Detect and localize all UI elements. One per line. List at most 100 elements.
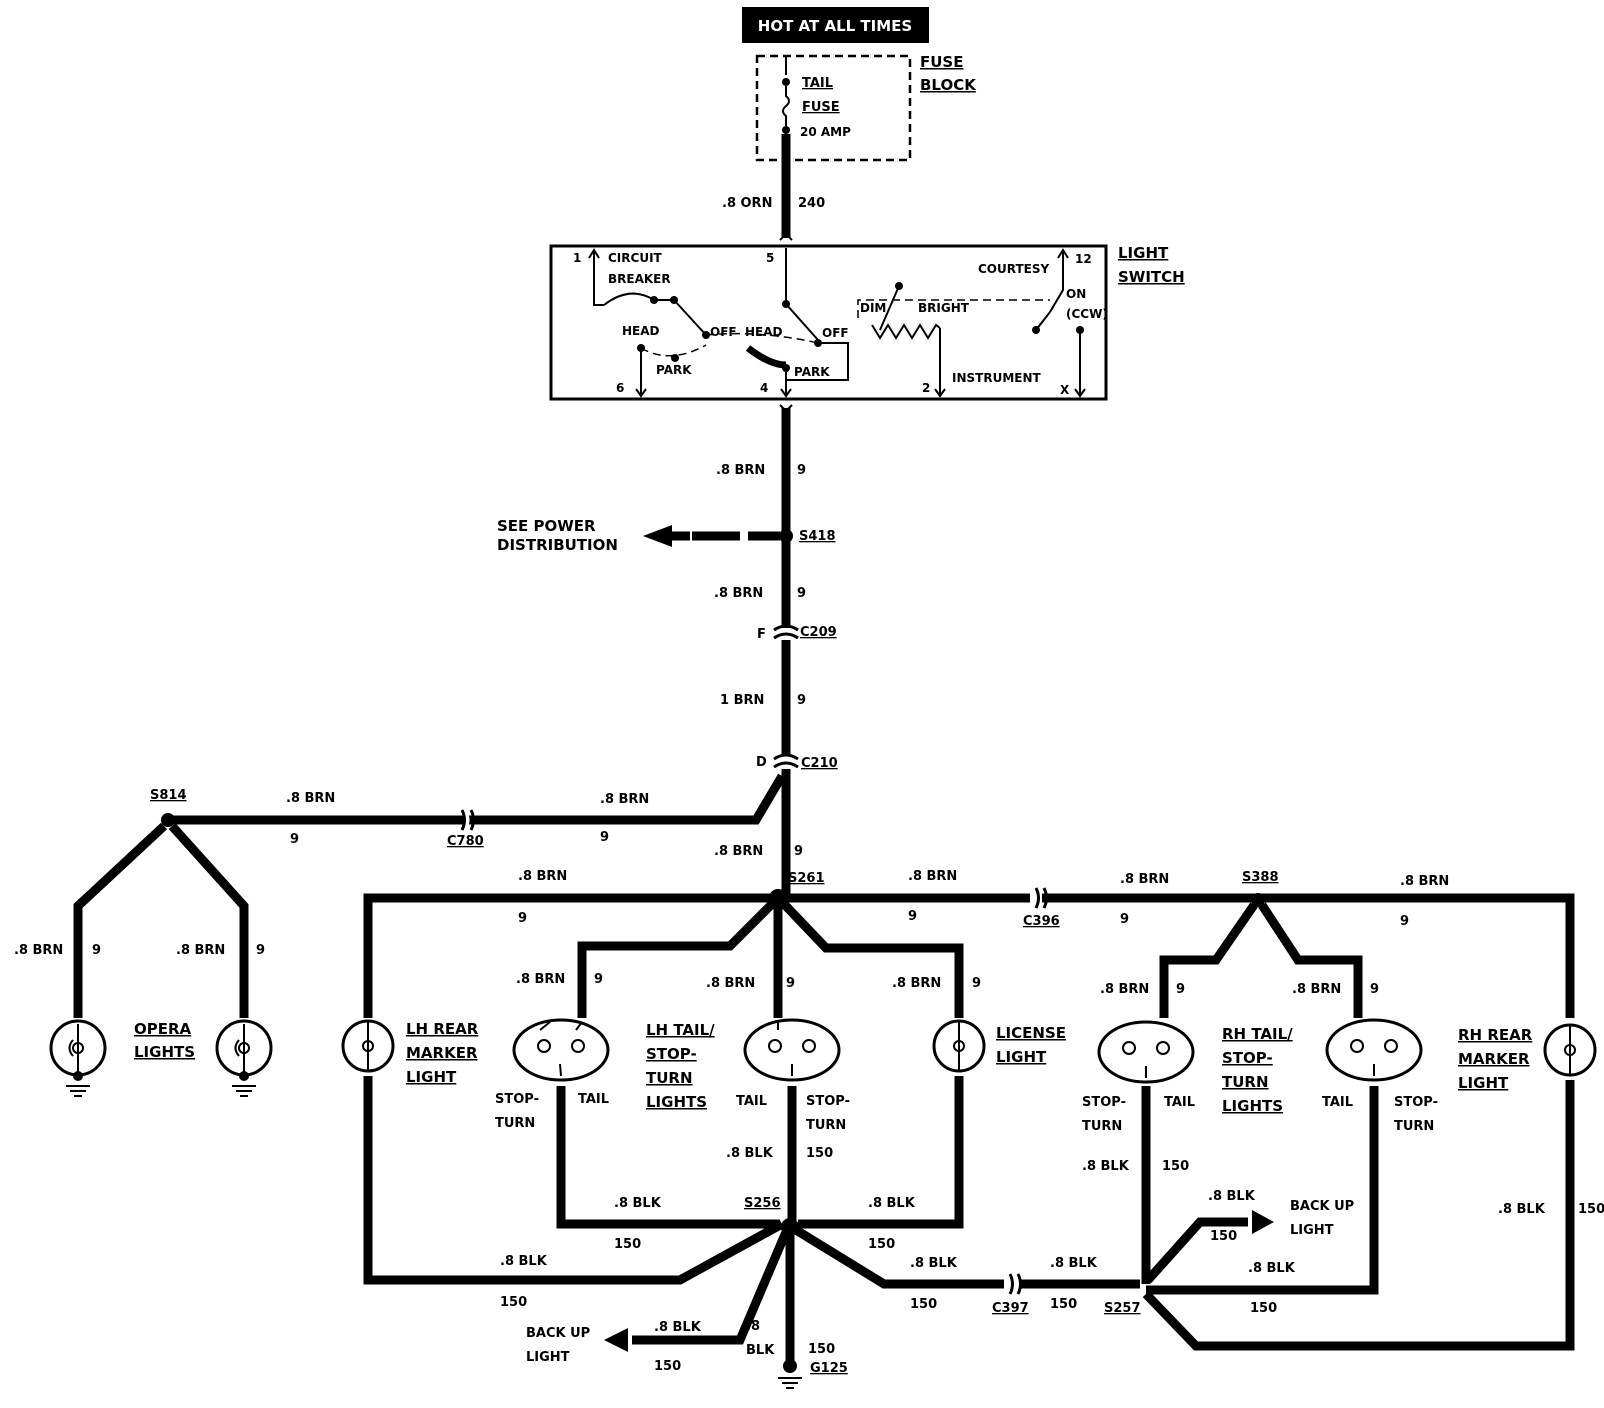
license-label1: LICENSE (996, 1024, 1066, 1042)
wire-label-blk-1: .8 BLK (500, 1254, 548, 1269)
splice-s261-label: S261 (788, 871, 825, 886)
wire-label-blk-4: .8 BLK (868, 1196, 916, 1211)
wire-circuit-9-16: 9 (1176, 982, 1185, 997)
connector-c780: C780 (447, 834, 484, 849)
opera-lamp-right (215, 1019, 273, 1097)
rh-tail-lamp-1 (1097, 1020, 1195, 1084)
ground-g125 (783, 1359, 797, 1373)
splice-s388 (1251, 893, 1265, 907)
lh-rear-marker-label3: LIGHT (406, 1068, 457, 1086)
off1-label: OFF (710, 325, 737, 339)
wire-lh-marker-feed (363, 893, 770, 1018)
rh-backup-label1: BACK UP (1290, 1199, 1354, 1214)
connector-c209: C209 (800, 625, 837, 640)
wire-label-brn-3: .8 BRN (714, 844, 763, 859)
dim-label: DIM (860, 301, 886, 315)
rh1-tail-label: TAIL (1164, 1095, 1195, 1110)
wire-circuit-9-5: 9 (290, 832, 299, 847)
splice-s418 (779, 529, 793, 543)
wire-label-blk-2: .8 BLK (614, 1196, 662, 1211)
light-switch: LIGHT SWITCH 1 CIRCUIT BREAKER HEAD OFF … (549, 244, 1185, 401)
light-switch-title2: SWITCH (1118, 268, 1185, 286)
terminal-2: 2 (922, 381, 930, 395)
wire-opera-left (73, 822, 168, 1018)
wire-label-brn-2: .8 BRN (714, 586, 763, 601)
wire-label-blk-9: .8 BLK (1082, 1159, 1130, 1174)
wire-circuit-9-1: 9 (797, 463, 806, 478)
wire-orn-circuit: 240 (798, 196, 825, 211)
opera-lights-label1: OPERA (134, 1020, 192, 1038)
lh2-turn-label: TURN (806, 1118, 846, 1133)
wire-ground-c397-a (793, 1226, 1004, 1289)
wire-lh-marker-ground (363, 1076, 785, 1285)
wire-circuit-150-2: 150 (614, 1237, 641, 1252)
wire-label-blk-10: .8 BLK (1208, 1189, 1256, 1204)
opera-lights-label2: LIGHTS (134, 1043, 195, 1061)
ccw-label: (CCW) (1066, 307, 1108, 321)
fuse-block-title1: FUSE (920, 53, 963, 71)
wire-circuit-9-14: 9 (1120, 912, 1129, 927)
wire-orn-gauge: .8 ORN (722, 196, 772, 211)
wire-rh-marker-ground (1142, 1080, 1575, 1351)
see-power-1: SEE POWER (497, 517, 596, 535)
hot-label: HOT AT ALL TIMES (758, 17, 912, 35)
splice-s257-label: S257 (1104, 1301, 1141, 1316)
terminal-6: 6 (616, 381, 624, 395)
wire-circuit-9-13: 9 (908, 909, 917, 924)
lh-rear-marker-label2: MARKER (406, 1044, 478, 1062)
wire-label-brn-13: .8 BRN (1120, 872, 1169, 887)
wire-label-brn-8: .8 BRN (518, 869, 567, 884)
wire-label-brn-5: .8 BRN (600, 792, 649, 807)
lh-tail-lamp-2 (743, 1018, 841, 1082)
wire-circuit-150-10: 150 (1210, 1229, 1237, 1244)
park1-label: PARK (656, 363, 692, 377)
wire-circuit-150-6: 150 (654, 1359, 681, 1374)
rh-tail-label2: STOP- (1222, 1049, 1273, 1067)
off2-label: OFF (822, 326, 849, 340)
lh-tail-label4: LIGHTS (646, 1093, 707, 1111)
connector-c397: C397 (992, 1301, 1029, 1316)
wire-circuit-9-11: 9 (786, 976, 795, 991)
wire-label-blk-11: .8 BLK (1248, 1261, 1296, 1276)
terminal-5: 5 (766, 251, 774, 265)
wire-license-ground (798, 1076, 964, 1229)
wire-label-brn-16: .8 BRN (1292, 982, 1341, 997)
wire-label-brn-9: .8 BRN (516, 972, 565, 987)
wire-circuit-9-12: 9 (972, 976, 981, 991)
terminal-1: 1 (573, 251, 581, 265)
lh1-turn-label: TURN (495, 1116, 535, 1131)
rh-rear-marker-label1: RH REAR (1458, 1026, 1533, 1044)
wire-opera-feed (168, 773, 786, 825)
splice-s261 (769, 889, 787, 907)
wire-circuit-9-10: 9 (594, 972, 603, 987)
wire-circuit-150-1: 150 (500, 1295, 527, 1310)
rh2-tail-label: TAIL (1322, 1095, 1353, 1110)
wire-circuit-150-7: 150 (910, 1297, 937, 1312)
wire-opera-right (168, 822, 249, 1018)
splice-s256-label: S256 (744, 1196, 781, 1211)
wire-label-brn-4: .8 BRN (286, 791, 335, 806)
wire-circuit-9-4: 9 (794, 844, 803, 859)
wire-circuit-9-7: 9 (92, 943, 101, 958)
license-label2: LIGHT (996, 1048, 1047, 1066)
rh-tail-lamp-2 (1325, 1018, 1423, 1082)
splice-s388-label: S388 (1242, 870, 1279, 885)
connector-c396: C396 (1023, 914, 1060, 929)
fuse-amp-label: 20 AMP (800, 125, 851, 139)
wire-rh-backup-ground (1144, 1217, 1248, 1284)
rh2-stop-label: STOP- (1394, 1095, 1438, 1110)
instrument-label: INSTRUMENT (952, 371, 1042, 385)
wire-rh-tail2-ground (1146, 1086, 1379, 1295)
breaker-label: BREAKER (608, 272, 671, 286)
wire-label-1brn: 1 BRN (720, 693, 764, 708)
lh-backup-label2: LIGHT (526, 1350, 570, 1365)
wire-circuit-9-8: 9 (256, 943, 265, 958)
hot-at-all-times-banner: HOT AT ALL TIMES (742, 7, 929, 43)
wire-circuit-9-17: 9 (1370, 982, 1379, 997)
on-label: ON (1066, 287, 1086, 301)
courtesy-label: COURTESY (978, 262, 1049, 276)
lh-backup-label1: BACK UP (526, 1326, 590, 1341)
splice-s256 (781, 1218, 799, 1236)
rh2-turn-label: TURN (1394, 1119, 1434, 1134)
